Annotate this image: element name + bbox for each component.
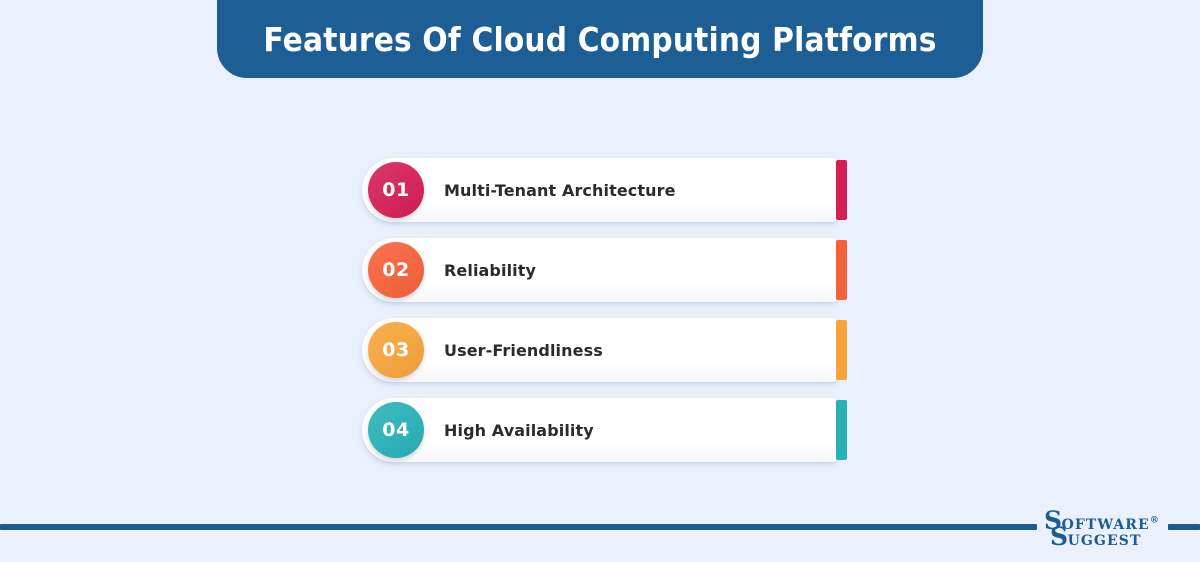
logo-initial-s-1: S — [1044, 506, 1062, 535]
feature-number-badge: 03 — [368, 322, 424, 378]
feature-accent-bar — [836, 240, 847, 300]
feature-label: Multi-Tenant Architecture — [444, 180, 676, 200]
feature-card[interactable] — [362, 398, 838, 462]
registered-trademark-icon: ® — [1149, 515, 1159, 526]
feature-card[interactable] — [362, 318, 838, 382]
feature-accent-bar — [836, 320, 847, 380]
feature-number: 01 — [382, 179, 410, 201]
feature-number: 02 — [382, 259, 410, 281]
feature-label: User-Friendliness — [444, 340, 603, 360]
list-item[interactable]: 01 Multi-Tenant Architecture — [362, 158, 848, 222]
feature-number-badge: 01 — [368, 162, 424, 218]
logo-initial-s-2: S — [1050, 522, 1068, 551]
feature-number-badge: 04 — [368, 402, 424, 458]
feature-label: Reliability — [444, 260, 537, 280]
footer-divider-right — [1168, 524, 1200, 530]
feature-card[interactable] — [362, 158, 838, 222]
feature-number-badge: 02 — [368, 242, 424, 298]
feature-list: 01 Multi-Tenant Architecture 02 Reliabil… — [362, 158, 848, 478]
feature-accent-bar — [836, 400, 847, 460]
logo-line-software: SOFTWARE® — [1044, 508, 1159, 533]
page-title-banner: Features Of Cloud Computing Platforms — [217, 0, 983, 78]
logo-text-uggest: UGGEST — [1067, 533, 1142, 549]
list-item[interactable]: 04 High Availability — [362, 398, 848, 462]
feature-accent-bar — [836, 160, 847, 220]
footer-divider-left — [0, 524, 1037, 530]
logo-line-suggest: SUGGEST — [1050, 524, 1141, 549]
feature-card[interactable] — [362, 238, 838, 302]
list-item[interactable]: 02 Reliability — [362, 238, 848, 302]
list-item[interactable]: 03 User-Friendliness — [362, 318, 848, 382]
feature-number: 03 — [382, 339, 410, 361]
softwaresuggest-logo[interactable]: SOFTWARE® SUGGEST — [1044, 504, 1164, 552]
logo-text-oftware: OFTWARE — [1061, 517, 1150, 533]
feature-label: High Availability — [444, 420, 594, 440]
page-title: Features Of Cloud Computing Platforms — [263, 19, 937, 59]
feature-number: 04 — [382, 419, 410, 441]
